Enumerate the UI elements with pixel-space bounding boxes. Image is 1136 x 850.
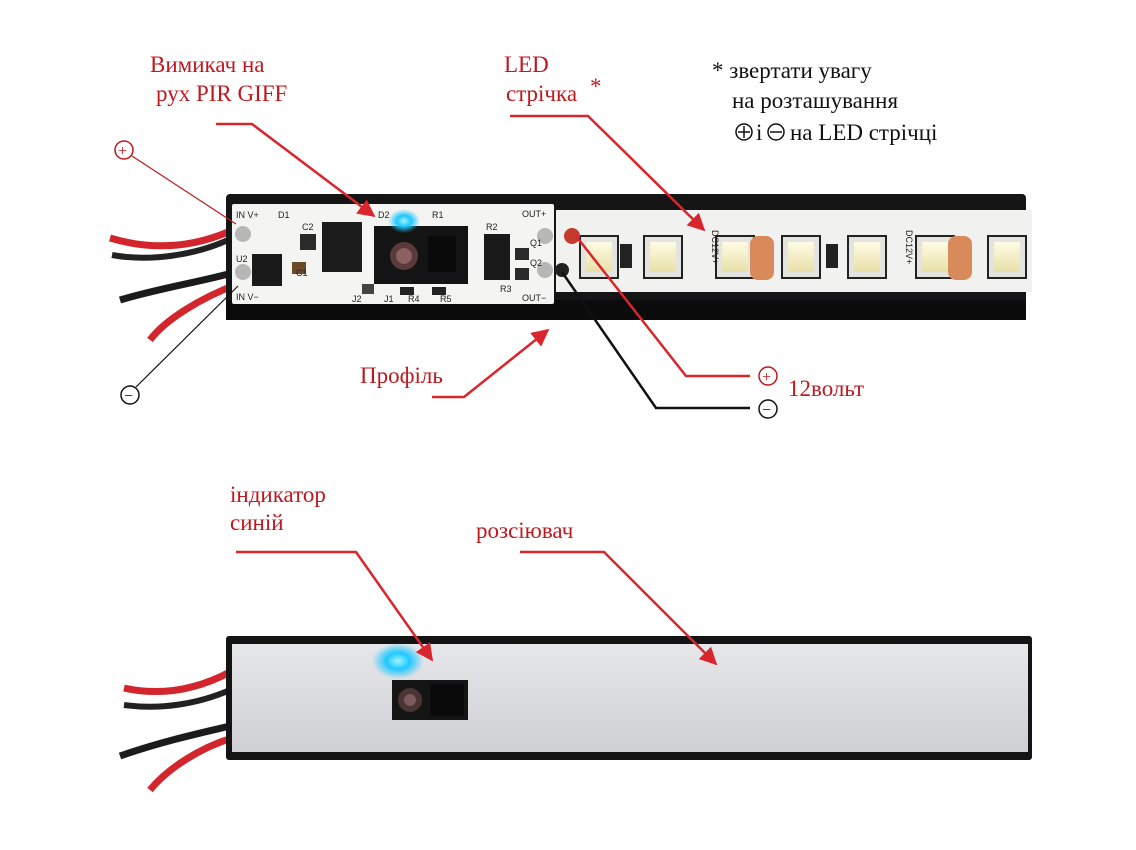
bottom-annotations: індикатор синій розсіювач <box>230 482 718 666</box>
leader-input-plus <box>131 155 237 225</box>
label-led-strip-line2: стрічка <box>506 81 577 106</box>
led-chip <box>579 235 619 279</box>
leader-pir-switch <box>216 122 376 218</box>
pcb-in-plus: IN V+ <box>236 210 259 220</box>
strip-marking-dc12v-1: DC12V+ <box>710 230 720 264</box>
u2-regulator <box>252 254 282 286</box>
pcb-out-plus: OUT+ <box>522 209 546 219</box>
strip-marking-dc12v-2: DC12V+ <box>904 230 914 264</box>
note-line2: на розташування <box>732 88 898 113</box>
led-chip <box>915 235 955 279</box>
bottom-wires <box>118 668 234 793</box>
label-led-strip-line1: LED <box>504 52 549 77</box>
led-chip <box>715 235 755 279</box>
led-chip <box>987 235 1027 279</box>
input-wires <box>108 228 240 343</box>
leader-diffuser <box>520 550 718 666</box>
pcb-out-minus: OUT− <box>522 293 546 303</box>
blue-indicator-led <box>388 209 420 233</box>
note-line1: * звертати увагу <box>712 58 872 83</box>
pcb-r5: R5 <box>440 294 452 304</box>
label-pir-switch-line1: Вимикач на <box>150 52 264 77</box>
pcb-c1: C1 <box>296 268 308 278</box>
pcb-j1: J1 <box>384 294 394 304</box>
output-minus-icon: − <box>758 399 778 419</box>
pcb-r4: R4 <box>408 294 420 304</box>
pcb-r1: R1 <box>432 210 444 220</box>
bottom-assembly <box>118 636 1032 793</box>
pcb-r3: R3 <box>500 284 512 294</box>
leader-led-strip <box>510 114 706 232</box>
led-chip <box>781 235 821 279</box>
pcb-d1: D1 <box>278 210 290 220</box>
label-diffuser: розсіювач <box>476 518 574 543</box>
pcb-c2: C2 <box>302 222 314 232</box>
note-minus-icon <box>767 123 785 141</box>
label-pir-switch-line2: рух PIR GIFF <box>156 81 287 106</box>
svg-text:−: − <box>124 388 133 405</box>
leader-profile <box>432 328 550 399</box>
svg-text:−: − <box>762 402 771 419</box>
top-assembly: DC12V+ DC12V+ <box>108 194 1032 343</box>
label-led-strip-asterisk: * <box>590 74 602 99</box>
pcb-q2: Q2 <box>530 258 542 268</box>
label-voltage: 12вольт <box>788 376 864 401</box>
led-chip <box>643 235 683 279</box>
pcb-d2: D2 <box>378 210 390 220</box>
led-chip <box>847 235 887 279</box>
svg-text:+: + <box>118 143 127 160</box>
strip-resistor <box>620 244 632 268</box>
pcb-u2: U2 <box>236 254 248 264</box>
diffuser-cover <box>232 644 1028 752</box>
input-plus-icon: + <box>114 140 134 160</box>
copper-solder-pad <box>750 236 774 280</box>
leader-input-minus <box>135 285 239 388</box>
label-indicator-line2: синій <box>230 510 284 535</box>
svg-text:+: + <box>762 369 771 386</box>
leader-indicator <box>236 550 434 662</box>
note-plus-icon <box>735 123 753 141</box>
note-line3-mid: і <box>756 120 762 145</box>
note-line3-end: на LED стрічці <box>790 120 937 145</box>
ic-chip <box>322 222 362 272</box>
top-annotations: Вимикач на рух PIR GIFF LED стрічка * * … <box>114 52 937 419</box>
output-plus-wire <box>575 235 750 378</box>
strip-resistor <box>826 244 838 268</box>
input-minus-icon: − <box>120 385 140 405</box>
pcb-r2: R2 <box>486 222 498 232</box>
pcb-in-minus: IN V− <box>236 292 259 302</box>
label-indicator-line1: індикатор <box>230 482 326 507</box>
led-strip: DC12V+ DC12V+ <box>556 210 1032 292</box>
copper-solder-pad <box>948 236 972 280</box>
pcb-j2: J2 <box>352 294 362 304</box>
output-minus-wire <box>560 271 750 410</box>
pir-pcb: IN V+ IN V− OUT+ OUT− D1 C2 C1 U2 D2 R1 … <box>232 204 554 304</box>
label-profile: Профіль <box>360 363 443 388</box>
output-plus-icon: + <box>758 366 778 386</box>
bottom-blue-indicator <box>372 643 424 679</box>
pcb-q1: Q1 <box>530 238 542 248</box>
